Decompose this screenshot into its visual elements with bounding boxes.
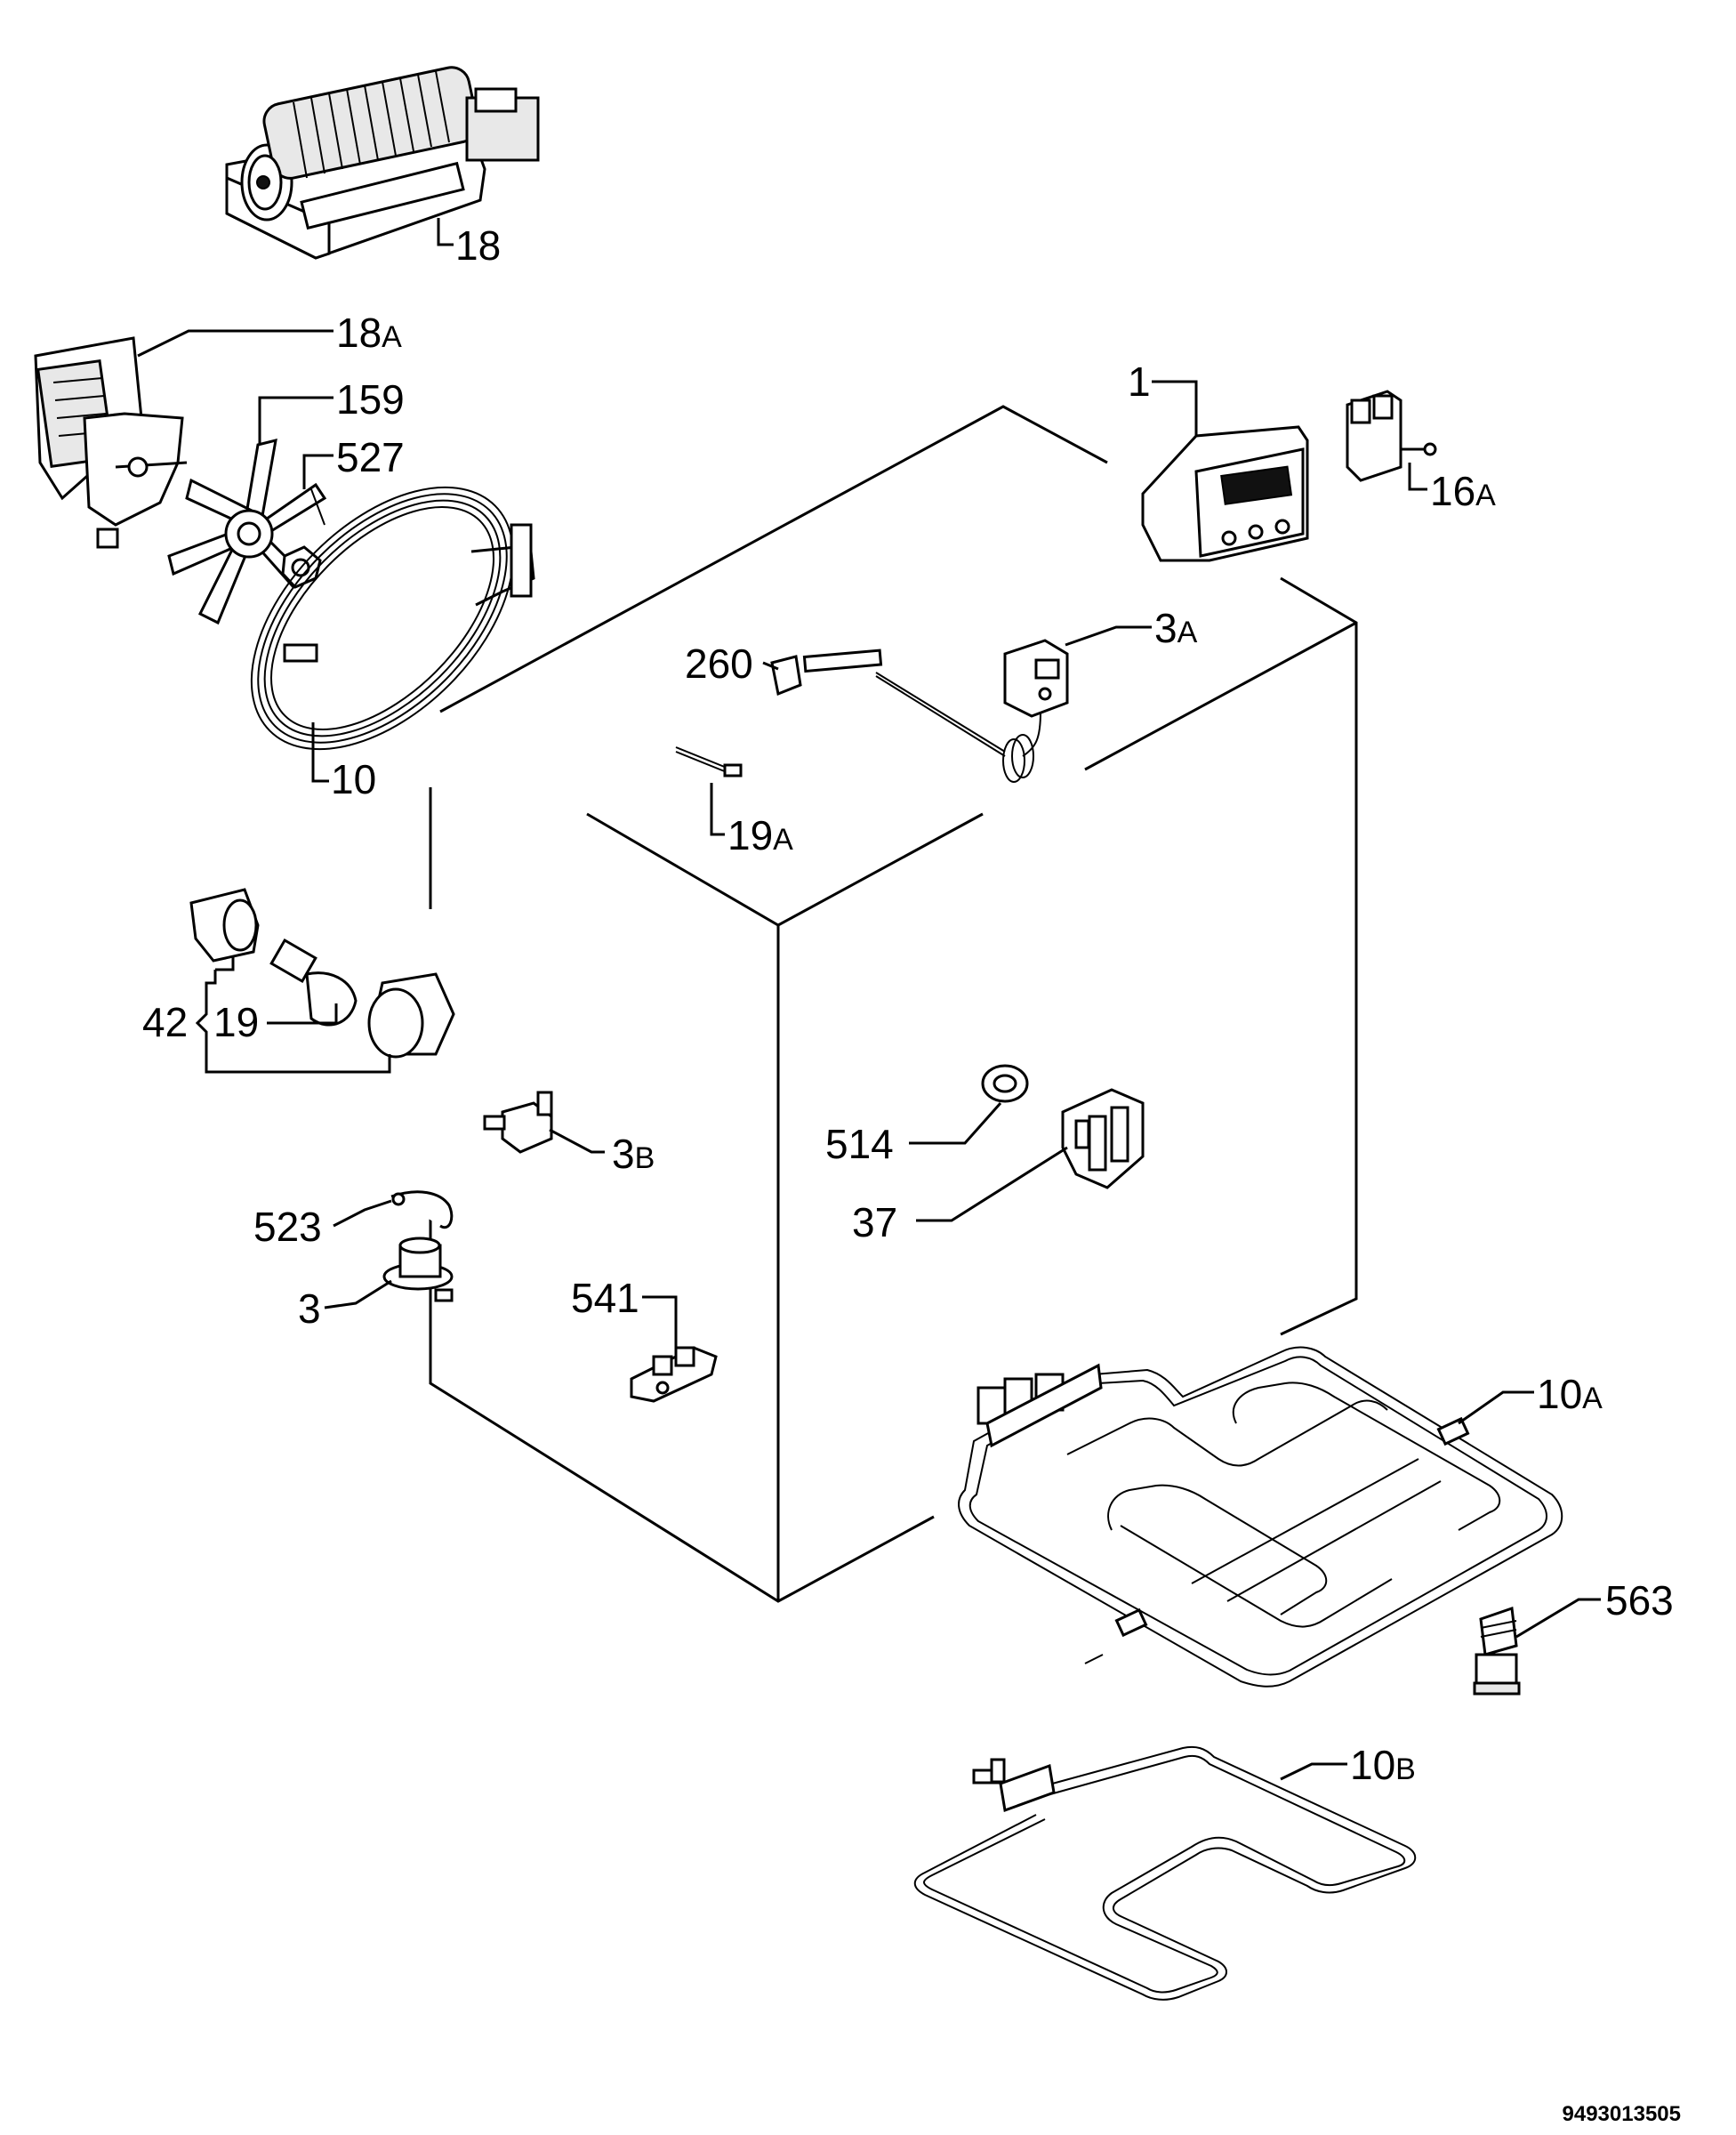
sensor-19A: [675, 746, 743, 777]
callout-10A: 10A: [1537, 1371, 1603, 1417]
leader-42-lamp-cover: [215, 1054, 391, 1074]
callout-159: 159: [336, 376, 405, 423]
foot-563: [1473, 1606, 1521, 1696]
grill-heating-element: [958, 1346, 1563, 1688]
callout-3A: 3A: [1154, 605, 1198, 651]
leader-10: [311, 722, 329, 783]
electronic-timer: [1141, 425, 1309, 562]
leader-159: [258, 396, 334, 445]
tangential-fan-assembly: [225, 66, 540, 260]
lamp-assembly: [189, 888, 455, 1059]
leader-3: [324, 1279, 392, 1309]
leader-18A: [137, 329, 334, 358]
callout-527: 527: [336, 434, 405, 480]
grommet-514: [981, 1064, 1029, 1103]
callout-3B: 3B: [612, 1131, 655, 1177]
leader-19A: [710, 783, 725, 836]
clip-523: [390, 1190, 454, 1229]
terminal-block-541: [630, 1346, 718, 1403]
selector-switch: [1346, 390, 1437, 482]
leader-42-lamp-holder: [215, 956, 235, 971]
leader-541: [642, 1295, 678, 1350]
thermostat-assembly: [770, 639, 1069, 783]
drawing-number: 9493013505: [1563, 2102, 1681, 2126]
leader-3B: [549, 1128, 605, 1154]
leader-260: [762, 661, 779, 671]
callout-37: 37: [852, 1199, 897, 1245]
callout-514: 514: [825, 1121, 894, 1167]
safety-thermostat-3: [382, 1237, 454, 1302]
leader-514: [909, 1102, 1002, 1145]
leader-37: [916, 1146, 1068, 1222]
fan-motor-assembly: [34, 336, 188, 549]
callout-18: 18: [455, 222, 501, 269]
oven-cavity-outline: [429, 405, 1358, 1603]
leader-10A: [1458, 1390, 1534, 1425]
callout-10: 10: [331, 756, 376, 802]
leader-1: [1152, 380, 1198, 436]
callout-1: 1: [1128, 359, 1151, 405]
leader-527: [302, 454, 334, 489]
callout-19: 19: [213, 999, 259, 1045]
callout-42: 42: [142, 999, 188, 1045]
leader-18: [437, 218, 454, 246]
leader-3A: [1065, 625, 1152, 647]
circular-heating-element: [250, 486, 535, 751]
callout-563: 563: [1605, 1577, 1674, 1623]
callout-18A: 18A: [336, 310, 402, 356]
callout-260: 260: [685, 640, 753, 687]
callout-523: 523: [253, 1204, 322, 1250]
bottom-heating-element: [913, 1745, 1417, 2001]
callout-16A: 16A: [1430, 468, 1496, 514]
leader-16A: [1408, 463, 1427, 491]
leader-523: [333, 1199, 392, 1228]
fan-blade: [167, 438, 327, 625]
leader-563: [1515, 1598, 1601, 1639]
leader-10B: [1280, 1762, 1347, 1781]
callout-19A: 19A: [727, 812, 793, 858]
callout-541: 541: [571, 1275, 639, 1321]
callout-10B: 10B: [1350, 1742, 1416, 1788]
switch-37: [1061, 1088, 1145, 1189]
leader-19: [267, 1003, 338, 1025]
switch-3B: [483, 1091, 553, 1154]
callout-3: 3: [298, 1285, 321, 1332]
leader-42-bracket: [195, 970, 217, 1074]
